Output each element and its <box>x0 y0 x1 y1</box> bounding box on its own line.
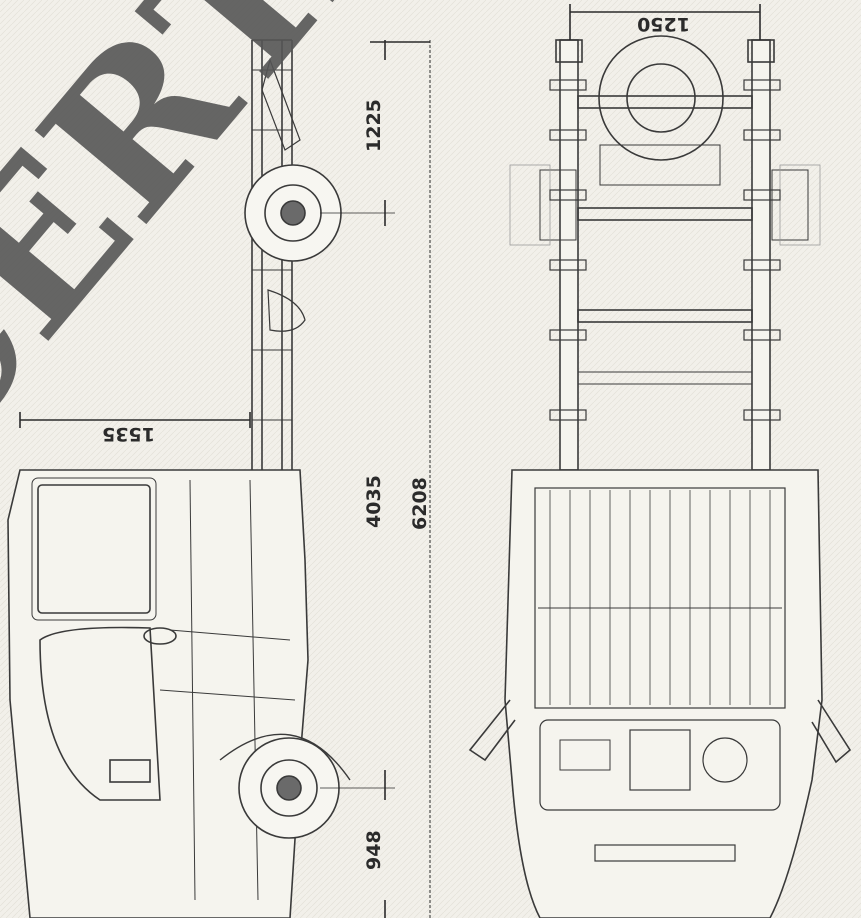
top-spare-wheel <box>598 35 724 186</box>
top-view <box>468 35 852 918</box>
dimension-track-width: 1250 <box>637 13 690 35</box>
dimension-wheelbase: 4035 <box>363 475 385 528</box>
dimension-rear-overhang: 1225 <box>363 99 385 152</box>
dimension-cab-to-axle: 1535 <box>102 423 155 445</box>
side-cab-body <box>7 469 309 918</box>
side-view <box>7 39 351 918</box>
dimension-lines <box>19 4 761 918</box>
dimension-front-overhang: 948 <box>363 830 385 870</box>
dimension-total-length: 6208 <box>409 477 431 530</box>
top-cab-roof <box>468 469 852 918</box>
side-rear-wheel <box>244 164 342 262</box>
side-front-wheel <box>219 733 351 839</box>
